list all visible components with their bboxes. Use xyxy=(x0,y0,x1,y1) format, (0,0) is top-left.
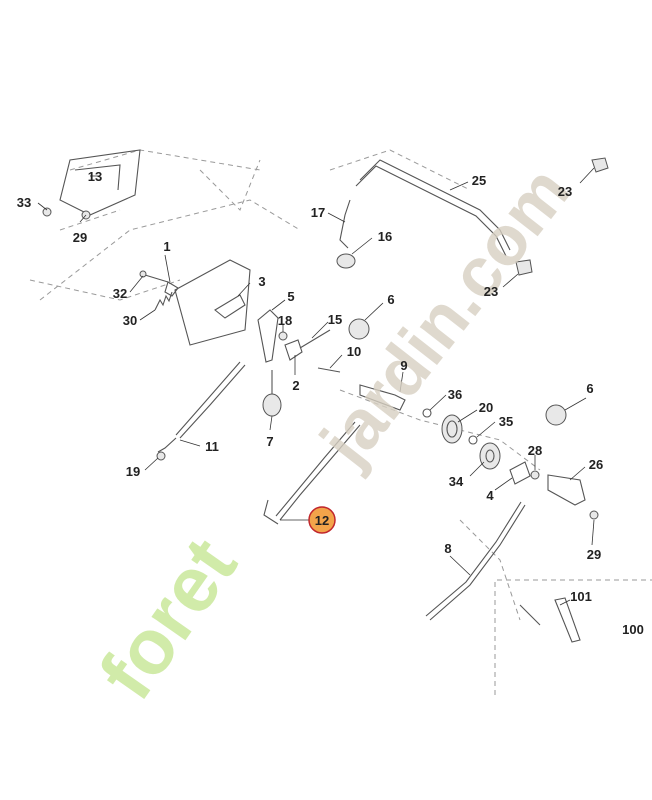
part-2 xyxy=(284,339,303,361)
leader-lines xyxy=(37,167,595,606)
callout-101: 101 xyxy=(570,589,592,604)
callout-28: 28 xyxy=(528,443,542,458)
callout-100: 100 xyxy=(622,622,644,637)
callout-8: 8 xyxy=(444,541,451,556)
knob-6-right xyxy=(545,404,567,426)
washer-16 xyxy=(336,253,356,269)
callout-18: 18 xyxy=(278,313,292,328)
callout-7: 7 xyxy=(266,434,273,449)
bolt-33 xyxy=(42,207,52,217)
cable-8 xyxy=(425,501,526,621)
callout-10: 10 xyxy=(347,344,361,359)
callout-labels: 1 2 3 4 5 6 6 7 8 9 10 11 12 13 15 16 17… xyxy=(17,169,644,637)
ring-35 xyxy=(468,435,478,445)
callout-17: 17 xyxy=(311,205,325,220)
handle-bar xyxy=(355,159,511,257)
clip-19 xyxy=(156,451,166,461)
watermark-left: foret xyxy=(82,522,254,714)
callout-16: 16 xyxy=(378,229,392,244)
bolt-32 xyxy=(139,270,169,283)
callout-23-top: 23 xyxy=(558,184,572,199)
pin-10 xyxy=(317,367,341,373)
knob-6-top xyxy=(348,318,370,340)
part-28 xyxy=(530,470,540,480)
rod-17 xyxy=(339,199,351,249)
cable-11 xyxy=(157,361,246,453)
cap-23-top xyxy=(591,157,609,173)
pin-18 xyxy=(278,331,288,341)
callout-15: 15 xyxy=(328,312,342,327)
callout-29-right: 29 xyxy=(587,547,601,562)
lever-9 xyxy=(359,384,406,411)
callout-12: 12 xyxy=(315,513,329,528)
bracket-4 xyxy=(509,461,531,485)
watermark: foret jardin.com xyxy=(82,152,585,714)
callout-5: 5 xyxy=(287,289,294,304)
callout-20: 20 xyxy=(479,400,493,415)
inset-box-100 xyxy=(494,579,652,695)
bracket-plate xyxy=(174,259,251,346)
callout-13: 13 xyxy=(88,169,102,184)
highlight-marker xyxy=(308,506,336,534)
lever-5 xyxy=(257,309,279,363)
knob-7 xyxy=(262,370,282,417)
callout-36: 36 xyxy=(448,387,462,402)
callout-19: 19 xyxy=(126,464,140,479)
callout-4: 4 xyxy=(486,488,494,503)
callout-32: 32 xyxy=(113,286,127,301)
callout-29-left: 29 xyxy=(73,230,87,245)
callout-1: 1 xyxy=(163,239,170,254)
shaft-15 xyxy=(299,329,331,349)
pulley-20 xyxy=(441,414,463,444)
callout-6-top: 6 xyxy=(387,292,394,307)
mower-frame-dashed xyxy=(29,149,541,621)
callout-30: 30 xyxy=(123,313,137,328)
spring-30 xyxy=(154,291,173,311)
callout-9: 9 xyxy=(400,358,407,373)
callout-3: 3 xyxy=(258,274,265,289)
callout-26: 26 xyxy=(589,457,603,472)
callout-23-bottom: 23 xyxy=(484,284,498,299)
nut-29-right xyxy=(589,510,599,520)
pulley-34 xyxy=(479,442,501,470)
lever-26 xyxy=(547,474,586,506)
cap-23-bottom xyxy=(515,259,533,276)
clip-1 xyxy=(164,281,179,297)
ring-36 xyxy=(422,408,432,418)
callout-35: 35 xyxy=(499,414,513,429)
callout-6-right: 6 xyxy=(586,381,593,396)
callout-2: 2 xyxy=(292,378,299,393)
cable-12 xyxy=(263,421,361,525)
callout-11: 11 xyxy=(205,439,219,454)
callout-33: 33 xyxy=(17,195,31,210)
callout-25: 25 xyxy=(472,173,486,188)
callout-34: 34 xyxy=(449,474,464,489)
